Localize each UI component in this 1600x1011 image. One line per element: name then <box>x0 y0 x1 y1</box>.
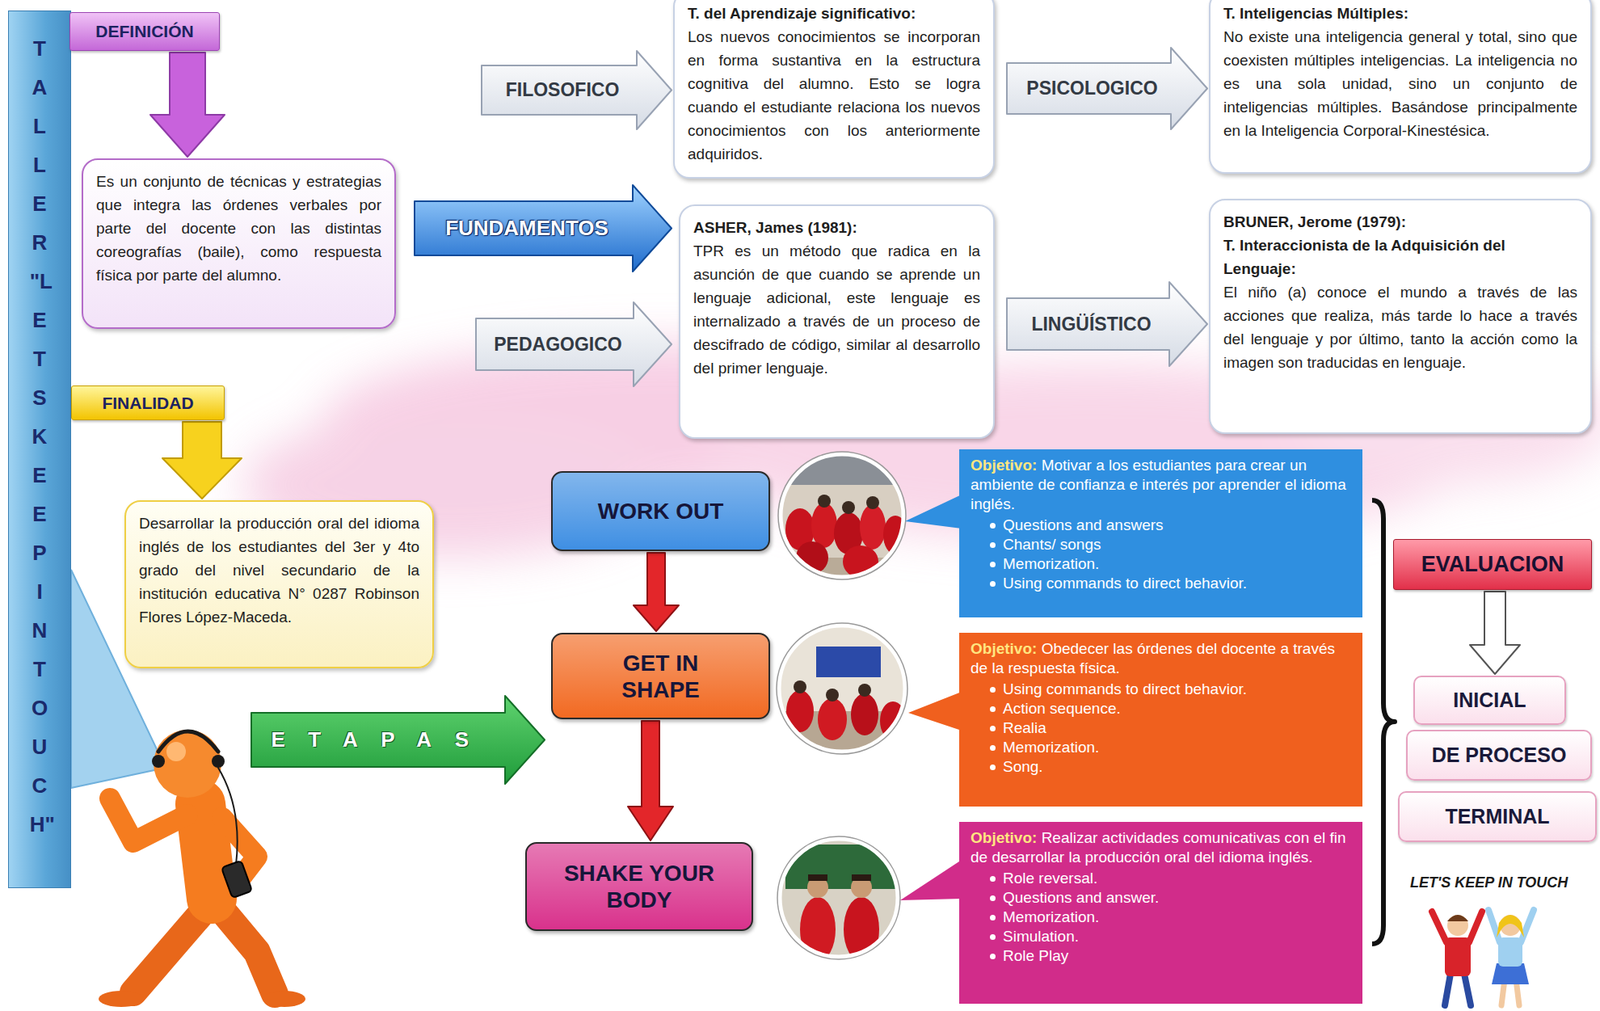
block-arrow-connector <box>627 720 674 841</box>
bullet-item: Memorization. <box>970 737 1352 758</box>
callout-pointer <box>908 691 962 731</box>
node-text: Es un conjunto de técnicas y estrategias… <box>96 169 382 287</box>
bullet-item: Role Play <box>970 946 1352 966</box>
objective-line: Objetivo: Obedecer las órdenes del docen… <box>970 639 1352 678</box>
theory-box: T. Inteligencias Múltiples:No existe una… <box>1208 0 1592 174</box>
logo-kids <box>1431 909 1534 1006</box>
evaluation-box: INICIAL <box>1413 675 1567 725</box>
block-arrow-connector <box>150 52 225 157</box>
evaluation-box: DE PROCESO <box>1406 729 1592 781</box>
objective-heading: Objetivo: <box>970 829 1037 847</box>
bullet-item: Using commands to direct behavior. <box>970 679 1352 699</box>
node-text: DEFINICIÓN <box>95 21 194 42</box>
bullet-item: Action sequence. <box>970 698 1352 719</box>
node-text: Los nuevos conocimientos se incorporan e… <box>687 25 981 166</box>
node-text: SHAKE YOUR BODY <box>558 859 720 914</box>
theory-box: ASHER, James (1981):TPR es un método que… <box>678 204 995 439</box>
theory-box: T. del Aprendizaje significativo:Los nue… <box>673 0 995 179</box>
block-arrow: ETAPAS <box>249 694 547 786</box>
block-arrow-connector <box>162 421 242 499</box>
text-box: Es un conjunto de técnicas y estrategias… <box>81 158 396 329</box>
node-text: INICIAL <box>1452 688 1526 712</box>
heading-text: T. Interaccionista de la Adquisición del… <box>1223 233 1578 281</box>
objective-heading: Objetivo: <box>970 640 1037 657</box>
block-arrow-connector <box>1469 591 1520 674</box>
photo-class <box>775 622 914 760</box>
theory-box: BRUNER, Jerome (1979):T. Interaccionista… <box>1208 198 1592 434</box>
objective-callout: Objetivo: Motivar a los estudiantes para… <box>959 449 1363 618</box>
brace <box>1372 500 1395 944</box>
node-text: EVALUACION <box>1421 551 1565 577</box>
photo-class <box>775 451 914 590</box>
arrow-text: ETAPAS <box>270 727 492 753</box>
block-arrow-connector <box>633 552 679 632</box>
arrow-label: FILOSOFICO <box>480 49 674 131</box>
bullet-item: Memorization. <box>970 554 1352 574</box>
arrow-label: PEDAGOGICO <box>474 300 674 388</box>
stage-box: SHAKE YOUR BODY <box>525 842 754 931</box>
logo-text: LET'S KEEP IN TOUCH <box>1410 874 1568 892</box>
arrow-label: LINGÜÍSTICO <box>1005 280 1209 368</box>
arrow-text: FUNDAMENTOS <box>445 215 609 241</box>
node-text: El niño (a) conoce el mundo a través de … <box>1223 280 1578 375</box>
objective-line: Objetivo: Motivar a los estudiantes para… <box>970 455 1352 514</box>
arrow-label: PSICOLOGICO <box>1005 46 1209 131</box>
dancing-figure <box>98 729 306 1007</box>
section-label: EVALUACION <box>1393 538 1592 590</box>
arrow-text: FILOSOFICO <box>505 79 620 102</box>
node-text: TPR es un método que radica en la asunci… <box>693 239 981 380</box>
photo-class <box>775 836 906 966</box>
bullet-item: Using commands to direct behavior. <box>970 573 1352 594</box>
bullet-item: Memorization. <box>970 907 1352 927</box>
bullet-item: Realia <box>970 718 1352 738</box>
heading-text: ASHER, James (1981): <box>693 215 981 240</box>
bullet-item: Simulation. <box>970 926 1352 947</box>
objective-callout: Objetivo: Obedecer las órdenes del docen… <box>959 632 1363 807</box>
evaluation-box: TERMINAL <box>1397 791 1597 843</box>
block-arrow: FUNDAMENTOS <box>412 183 674 274</box>
bullet-item: Questions and answer. <box>970 888 1352 908</box>
section-label: FINALIDAD <box>71 385 225 421</box>
callout-pointer <box>900 859 962 901</box>
stage-box: WORK OUT <box>551 471 771 552</box>
node-text: No existe una inteligencia general y tot… <box>1223 25 1578 143</box>
section-label: DEFINICIÓN <box>69 12 220 51</box>
title-band: TALLER "LETS KEEP IN TOUCH" <box>8 10 72 889</box>
heading-text: BRUNER, Jerome (1979): <box>1223 210 1578 234</box>
node-text: GET IN SHAPE <box>600 649 722 704</box>
heading-text: T. Inteligencias Múltiples: <box>1223 1 1578 26</box>
node-text: WORK OUT <box>597 497 725 525</box>
objective-heading: Objetivo: <box>970 456 1037 474</box>
bullet-item: Questions and answers <box>970 515 1352 535</box>
bullet-item: Song. <box>970 757 1352 777</box>
objective-callout: Objetivo: Realizar actividades comunicat… <box>959 821 1363 1004</box>
node-text: Desarrollar la producción oral del idiom… <box>138 511 420 629</box>
arrow-text: PSICOLOGICO <box>1026 77 1158 100</box>
node-text: FINALIDAD <box>101 393 194 413</box>
bullet-item: Role reversal. <box>970 868 1352 889</box>
stage-box: GET IN SHAPE <box>551 632 771 720</box>
text-box: Desarrollar la producción oral del idiom… <box>124 500 434 669</box>
heading-text: T. del Aprendizaje significativo: <box>687 1 981 26</box>
bullet-item: Chants/ songs <box>970 534 1352 555</box>
arrow-text: PEDAGOGICO <box>493 333 622 356</box>
callout-pointer <box>905 494 962 529</box>
node-text: DE PROCESO <box>1431 743 1567 767</box>
title-text: TALLER "LETS KEEP IN TOUCH" <box>29 29 51 888</box>
node-text: TERMINAL <box>1444 804 1550 829</box>
objective-line: Objetivo: Realizar actividades comunicat… <box>970 828 1352 868</box>
arrow-text: LINGÜÍSTICO <box>1031 313 1151 336</box>
